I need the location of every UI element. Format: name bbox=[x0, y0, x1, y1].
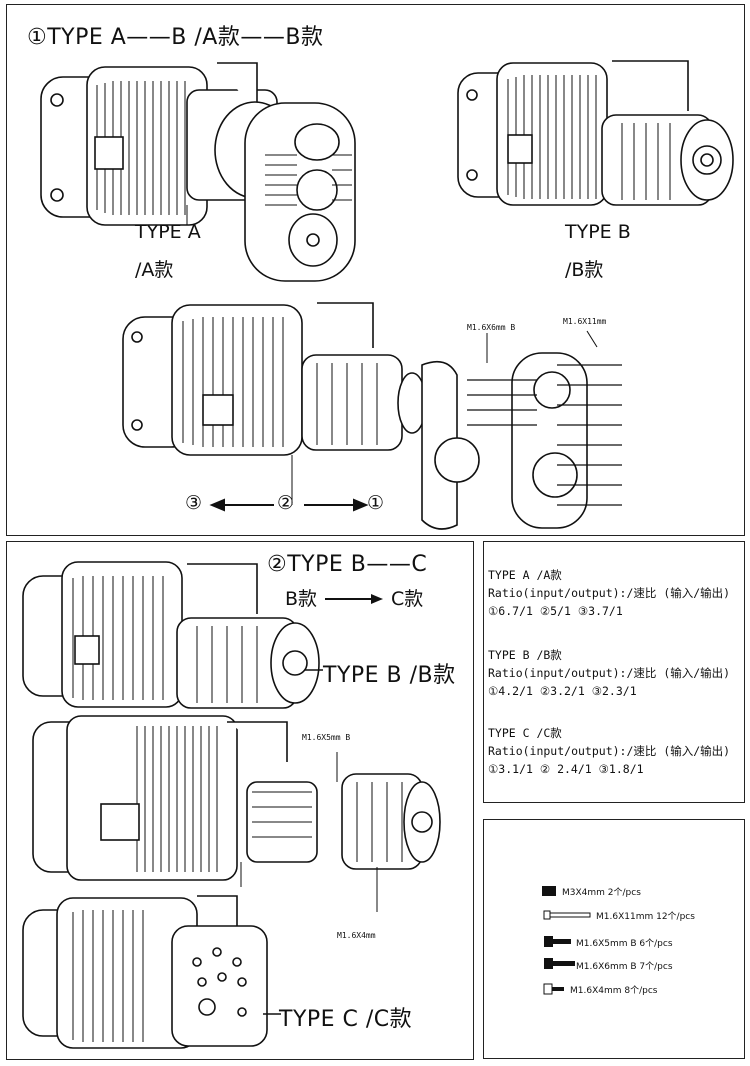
spec-values: ①3.1/1 ② 2.4/1 ③1.8/1 bbox=[488, 762, 644, 776]
type-b-motor-drawing bbox=[457, 60, 734, 206]
spec-block-type-b: TYPE B /B款 Ratio(input/output):/速比 (输入/输… bbox=[488, 646, 730, 700]
screw-label-m16x4: M1.6X4mm bbox=[337, 931, 376, 940]
type-a-cn-label: /A款 bbox=[135, 259, 174, 281]
spec-block-type-c: TYPE C /C款 Ratio(input/output):/速比 (输入/输… bbox=[488, 724, 730, 778]
spec-ratio-label: Ratio(input/output):/速比 (输入/输出) bbox=[488, 666, 731, 680]
type-c-leader-line bbox=[263, 1013, 281, 1015]
type-c-callout: TYPE C /C款 bbox=[279, 1007, 413, 1032]
type-a-exploded-drawing bbox=[122, 302, 622, 530]
legend-item: M1.6X5mm B 6个/pcs bbox=[576, 939, 673, 949]
screw-legend-panel: M3X4mm 2个/pcs M1.6X11mm 12个/pcs M1.6X5mm… bbox=[483, 819, 745, 1059]
spec-title: TYPE C /C款 bbox=[488, 726, 562, 740]
conversion-subtitle-to: C款 bbox=[391, 588, 424, 610]
screw-icon-m16x4 bbox=[543, 983, 564, 995]
type-a-motor-drawing bbox=[40, 62, 356, 282]
type-b-callout: TYPE B /B款 bbox=[323, 663, 456, 688]
position-3: ③ bbox=[185, 492, 203, 514]
type-b-assembled-drawing bbox=[22, 561, 320, 709]
position-1: ① bbox=[367, 492, 385, 514]
top-title: ①TYPE A——B /A款——B款 bbox=[27, 25, 324, 50]
screw-label-m16x5: M1.6X5mm B bbox=[302, 733, 351, 742]
spec-values: ①4.2/1 ②3.2/1 ③2.3/1 bbox=[488, 684, 637, 698]
legend-item: M1.6X11mm 12个/pcs bbox=[596, 912, 695, 922]
type-b-cn-label: /B款 bbox=[565, 259, 604, 281]
spec-block-type-a: TYPE A /A款 Ratio(input/output):/速比 (输入/输… bbox=[488, 566, 730, 620]
screw-icon-m16x5 bbox=[544, 936, 571, 947]
screw-icon-m16x11 bbox=[543, 910, 591, 920]
conversion-arrow-icon bbox=[325, 594, 383, 604]
legend-item: M1.6X4mm 8个/pcs bbox=[570, 986, 658, 996]
type-a-label: TYPE A bbox=[135, 221, 201, 243]
spec-values: ①6.7/1 ②5/1 ③3.7/1 bbox=[488, 604, 623, 618]
type-c-exploded-drawing bbox=[32, 715, 441, 912]
screw-label-m16x6: M1.6X6mm B bbox=[467, 323, 516, 332]
screw-label-m16x11: M1.6X11mm bbox=[563, 317, 607, 326]
spec-ratio-label: Ratio(input/output):/速比 (输入/输出) bbox=[488, 744, 731, 758]
spec-ratio-label: Ratio(input/output):/速比 (输入/输出) bbox=[488, 586, 731, 600]
spec-title: TYPE A /A款 bbox=[488, 568, 562, 582]
conversion-b-c-panel: ②TYPE B——C B款 C款 bbox=[6, 541, 474, 1060]
type-c-assembled-drawing bbox=[22, 895, 268, 1049]
position-arrows bbox=[209, 498, 369, 512]
conversion-title: ②TYPE B——C bbox=[267, 552, 428, 577]
legend-item: M1.6X6mm B 7个/pcs bbox=[576, 962, 673, 972]
ratio-spec-panel: TYPE A /A款 Ratio(input/output):/速比 (输入/输… bbox=[483, 541, 745, 803]
spec-title: TYPE B /B款 bbox=[488, 648, 562, 662]
conversion-subtitle-from: B款 bbox=[285, 588, 318, 610]
screw-icon-m16x6 bbox=[544, 958, 575, 969]
position-2: ② bbox=[277, 492, 295, 514]
top-panel: ①TYPE A——B /A款——B款 bbox=[6, 4, 745, 536]
type-b-leader-line bbox=[305, 669, 323, 671]
legend-item: M3X4mm 2个/pcs bbox=[562, 888, 641, 898]
screw-icon-m3x4 bbox=[542, 886, 556, 896]
type-b-label: TYPE B bbox=[565, 221, 631, 243]
